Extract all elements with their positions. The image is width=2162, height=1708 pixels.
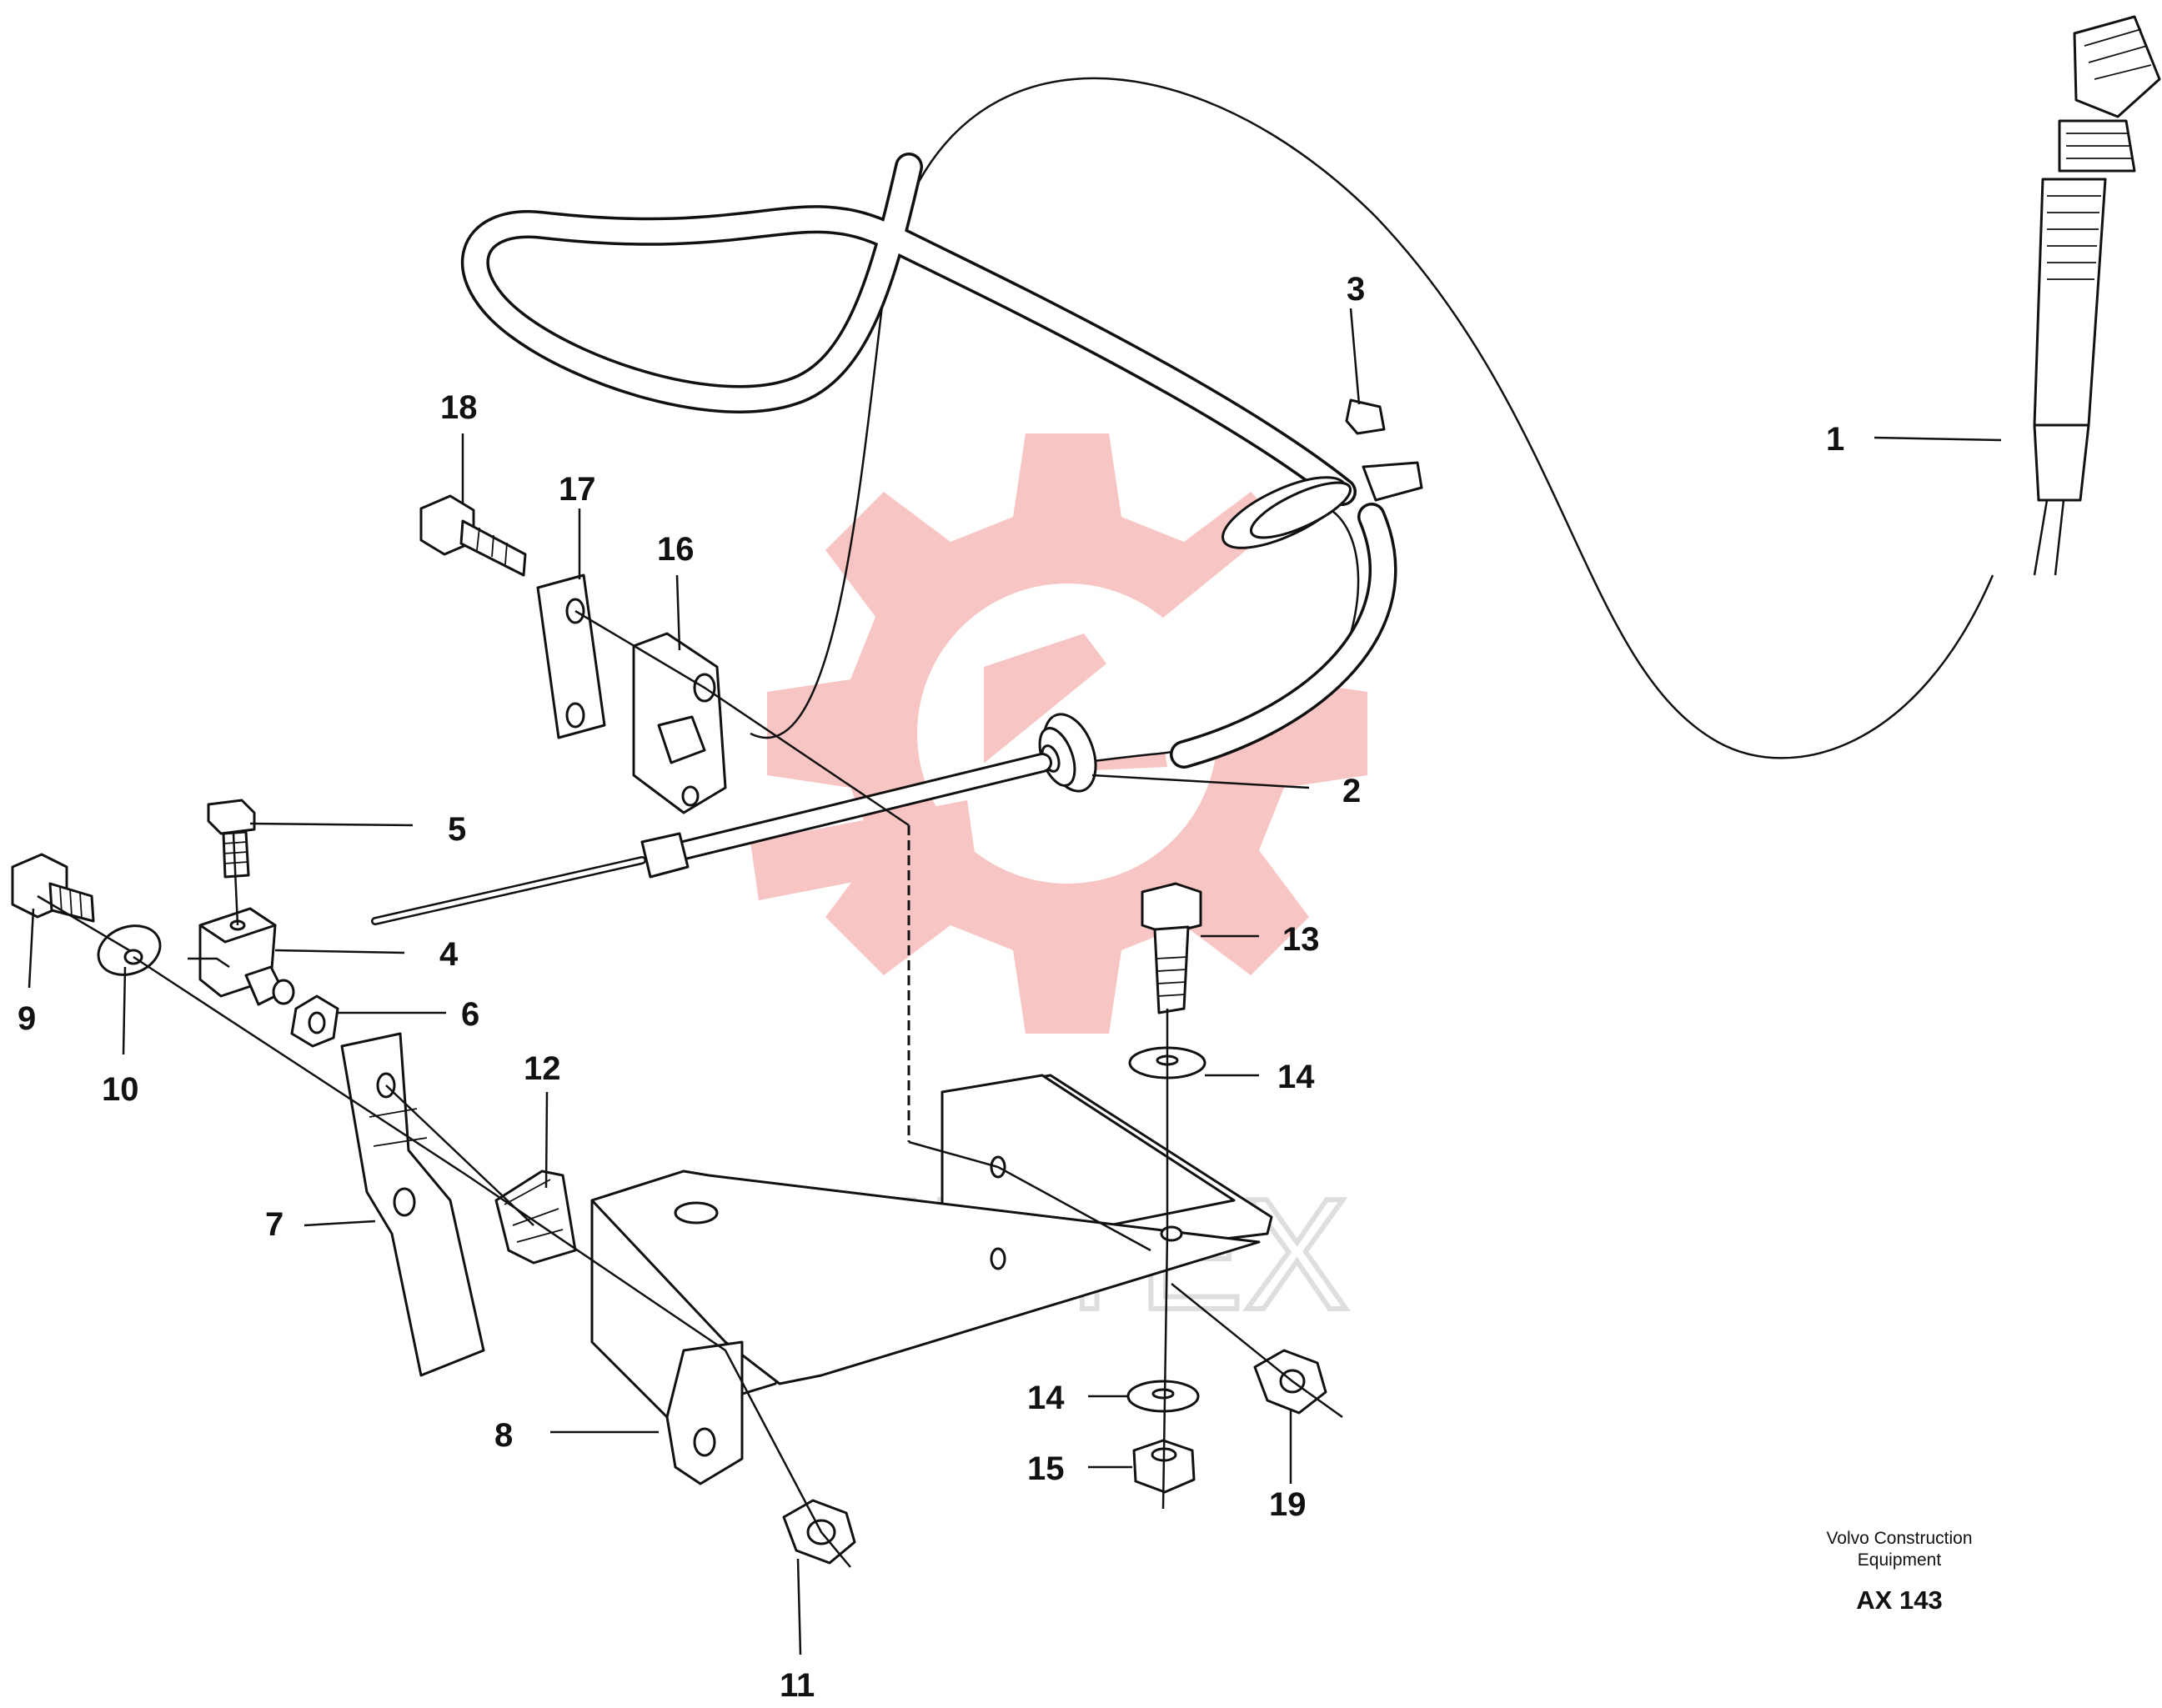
callout-6: 6 <box>461 996 479 1033</box>
part-6-hole <box>308 1011 326 1034</box>
part-17-clamp-strap <box>536 574 606 739</box>
callout-2: 2 <box>1342 773 1361 809</box>
callout-5: 5 <box>448 811 466 848</box>
part-4-clamp-block <box>198 907 295 1006</box>
part-9-bolt <box>11 853 95 923</box>
part-13-bolt <box>1141 882 1202 1014</box>
callout-15: 15 <box>1027 1450 1065 1487</box>
callout-7: 7 <box>265 1206 283 1243</box>
part-1-control-knob <box>2033 15 2161 576</box>
callout-13: 13 <box>1282 921 1320 958</box>
part-12-spring-clip <box>494 1170 577 1265</box>
part-5-set-screw <box>207 799 256 879</box>
callout-16: 16 <box>657 531 695 568</box>
callout-17: 17 <box>559 471 596 508</box>
assembly-lines <box>37 609 1343 1568</box>
callout-4: 4 <box>439 936 459 973</box>
footer-line-2: Equipment <box>1858 1550 1942 1570</box>
callout-14-bottom: 14 <box>1027 1380 1065 1416</box>
part-11-nut <box>782 1499 856 1565</box>
leader-lines <box>28 308 2002 1655</box>
callout-1: 1 <box>1826 421 1844 458</box>
part-16-clamp <box>632 632 727 814</box>
callout-10: 10 <box>102 1071 139 1108</box>
callout-3: 3 <box>1347 271 1365 308</box>
callout-numbers: 1 2 3 4 5 6 7 8 9 10 11 12 13 14 14 15 1… <box>18 271 1844 1704</box>
footer-line-1: Volvo Construction <box>1826 1529 1972 1548</box>
callout-19: 19 <box>1269 1486 1307 1523</box>
callout-8: 8 <box>494 1417 513 1454</box>
footer-block: Volvo Construction Equipment AX 143 <box>1826 1529 1972 1615</box>
callout-11: 11 <box>780 1667 815 1704</box>
part-3-cable-tie <box>1221 398 1423 549</box>
part-2-cable-assembly <box>371 153 1397 925</box>
part-8-main-bracket <box>590 1074 1273 1485</box>
diagram-code: AX 143 <box>1856 1585 1942 1615</box>
callout-14-top: 14 <box>1277 1059 1315 1095</box>
part-7-lever-plate <box>340 1032 485 1377</box>
cable-outer-sheath <box>750 77 1994 759</box>
part-18-bolt <box>419 494 527 577</box>
callout-12: 12 <box>524 1050 561 1087</box>
callout-9: 9 <box>18 1000 36 1037</box>
part-14-washer-bottom <box>1126 1380 1200 1413</box>
callout-18: 18 <box>440 389 478 426</box>
